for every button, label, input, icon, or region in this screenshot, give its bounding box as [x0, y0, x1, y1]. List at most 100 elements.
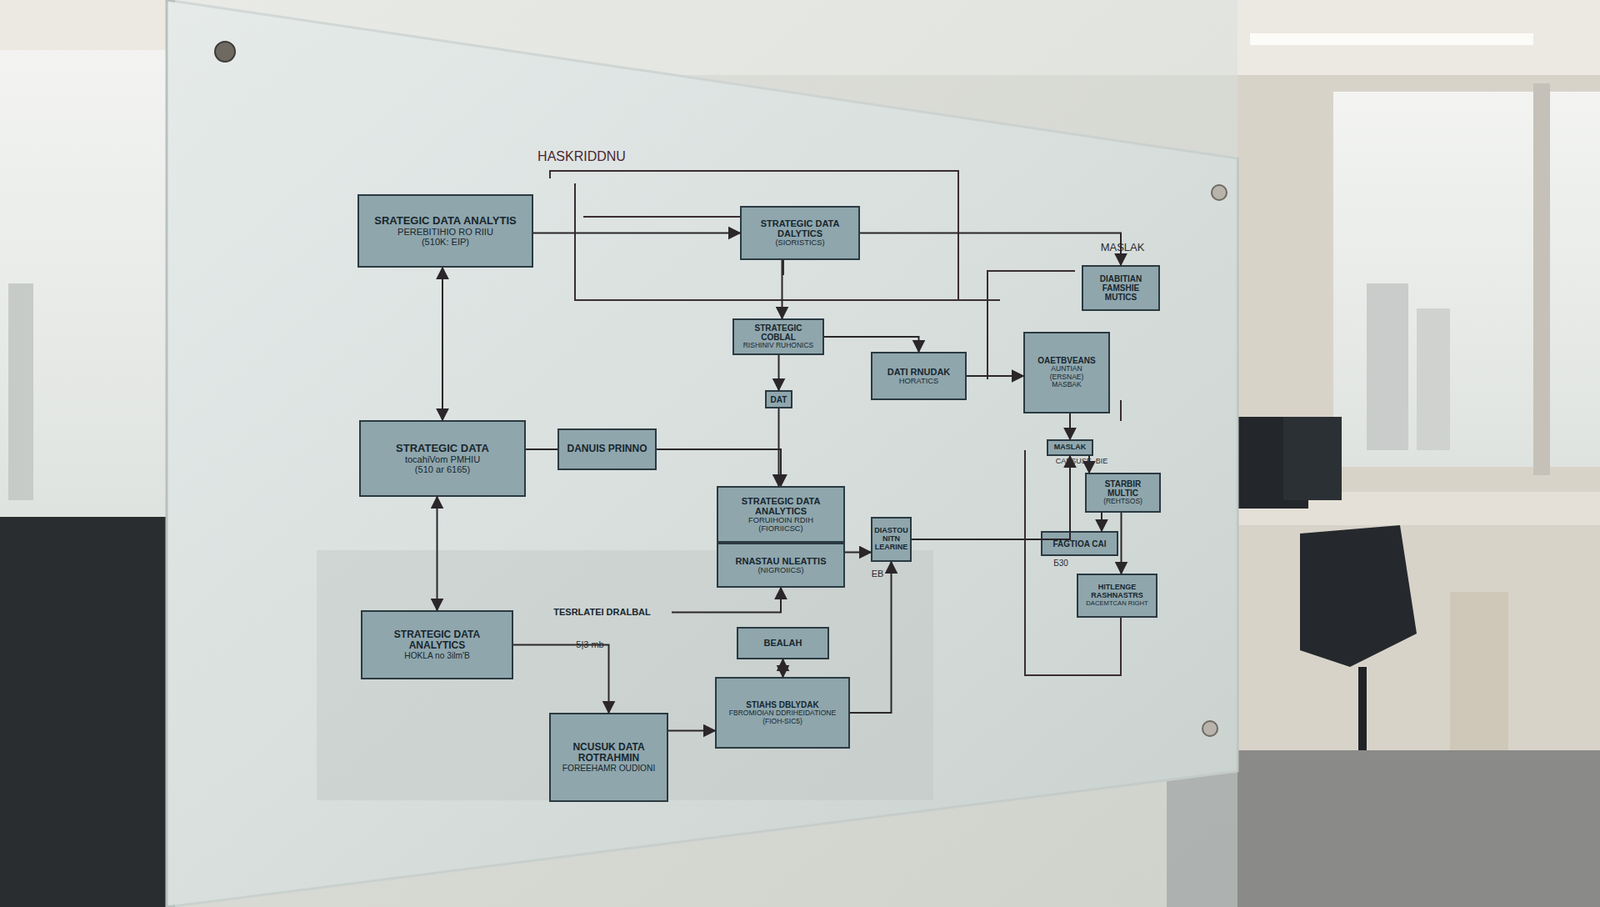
process-box: DATI RNUDAKHORATICS — [870, 351, 967, 400]
connector-arrow — [778, 408, 780, 486]
connector-arrow — [436, 496, 439, 610]
process-box: HITLENGE RASHNASTRSDACEMTCAN RIGHT — [1076, 573, 1158, 618]
node-heading: STRATEGIC DATA ANALYTICS — [365, 629, 509, 651]
node-subtext: FORUIHOIN RDIH — [748, 515, 814, 525]
connector-arrow — [1100, 512, 1103, 531]
process-box: STRATEGIC DATA ANALYTICSFORUIHOIN RDIH(F… — [716, 485, 845, 543]
node-heading: STRATEGIC DATA — [395, 442, 490, 455]
node-heading: TESRLATEI DRALBAL — [553, 606, 651, 617]
process-box: OAETBVEANSAUNTIAN(ERSNAE)MASBAK — [1023, 331, 1110, 414]
connector-arrow — [533, 232, 740, 235]
glass-panel — [166, 0, 1238, 907]
process-box: DIASTOU NITN LEARINE — [870, 516, 912, 562]
wire — [550, 170, 959, 300]
process-box: MASLAK — [1046, 439, 1094, 456]
connector-arrow — [782, 659, 785, 677]
connector-arrow — [668, 730, 715, 732]
process-box: STIAHS DBLYDAKFBROMIOIAN DDRIHEIDATIONE(… — [715, 676, 850, 749]
connector-arrow — [1069, 413, 1071, 440]
office-chair — [1300, 525, 1417, 667]
connector-arrow — [441, 267, 444, 420]
standoff-bolt — [215, 41, 235, 62]
node-heading: BEALAH — [764, 637, 803, 648]
node-heading: STARBIR MULTIC — [1090, 479, 1156, 498]
node-subtext: HOKLA no 3ilm'B — [404, 650, 470, 660]
node-subtext: (510 ar 6165) — [415, 464, 470, 475]
process-box: DAT — [765, 390, 793, 409]
connector-arrow — [778, 355, 780, 390]
process-box: SRATEGIC DATA ANALYTISPEREBITIHIO RO RII… — [357, 194, 534, 268]
node-heading: OAETBVEANS — [1037, 355, 1095, 365]
node-heading: STRATEGIC DATA DALYTICS — [745, 218, 855, 239]
node-subtext: tocahiVom PMHIU — [405, 454, 480, 465]
reflection — [316, 550, 934, 800]
connector-arrow — [656, 449, 781, 486]
process-box: DANUIS PRINNO — [557, 428, 657, 470]
node-subtext: (510K: EIP) — [421, 236, 470, 247]
process-box: BEALAH — [736, 626, 830, 660]
node-heading: NCUSUK DATA ROTRAHMIN — [554, 741, 664, 764]
diagram-title: HASKRIDDNU — [537, 149, 626, 165]
node-heading: HITLENGE RASHNASTRS — [1081, 583, 1153, 600]
process-box: STRATEGIC DATA ANALYTICSHOKLA no 3ilm'B — [360, 610, 514, 680]
node-heading: FAGTIOA CAI — [1052, 539, 1106, 549]
data-parallelogram: TESRLATEI DRALBAL — [532, 585, 672, 640]
process-box: STRATEGIC DATA DALYTICS(SIORISTICS) — [740, 205, 860, 260]
node-heading: STRATEGIC COBLAL — [737, 323, 820, 342]
note-label: EB — [871, 568, 885, 579]
connector-arrow — [1120, 512, 1123, 574]
note-label: 5|3 mb — [575, 639, 604, 650]
node-subtext: MASBAK — [1051, 380, 1081, 389]
connector-arrow — [525, 448, 558, 450]
connector-arrow — [781, 260, 784, 319]
window — [0, 50, 167, 517]
node-subtext: (REHTSOS) — [1103, 497, 1143, 505]
note-label: MASLAK — [1100, 240, 1145, 254]
connector-arrow — [513, 645, 610, 714]
connector-arrow — [850, 561, 892, 713]
connector-arrow — [860, 233, 1121, 266]
process-box: FAGTIOA CAI — [1040, 530, 1119, 556]
standoff-bolt — [1211, 185, 1227, 200]
glass-frost — [175, 0, 1238, 907]
process-box: DIABITIAN FAMSHIE MUTICS — [1081, 265, 1160, 311]
node-heading: RNASTAU NLEATTIS — [735, 555, 827, 566]
node-heading: STRATEGIC DATA ANALYTICS — [721, 495, 840, 516]
process-box: STRATEGIC DATAtocahiVom PMHIU(510 ar 616… — [359, 420, 526, 497]
node-heading: DIASTOU NITN LEARINE — [874, 526, 908, 552]
window — [1333, 91, 1600, 467]
node-heading: SRATEGIC DATA ANALYTIS — [374, 215, 516, 227]
building-silhouette — [8, 283, 34, 500]
node-subtext: (FIORIICSC) — [758, 524, 803, 533]
connector-arrow — [1088, 455, 1090, 473]
node-subtext: (SIORISTICS) — [775, 238, 825, 247]
parallelogram-shape — [532, 585, 672, 640]
node-subtext: DACEMTCAN RIGHT — [1085, 600, 1148, 607]
connector-arrow — [911, 455, 1070, 540]
process-box: STRATEGIC COBLALRISHINIV RUHONICS — [732, 318, 825, 355]
node-heading: DAT — [770, 395, 788, 405]
process-box: RNASTAU NLEATTIS(NIGROIICS) — [716, 542, 845, 588]
node-subtext: PEREBITIHIO RO RIIU — [397, 226, 494, 237]
note-label: Б30 — [1053, 558, 1069, 568]
wire — [1120, 400, 1122, 421]
node-subtext: (FIOH-SIC5) — [762, 717, 803, 725]
node-subtext: RISHINIV RUHONICS — [743, 341, 815, 350]
node-heading: MASLAK — [1054, 443, 1087, 452]
monitor — [1283, 416, 1342, 500]
wire — [575, 183, 1000, 300]
monitor — [0, 516, 167, 907]
node-subtext: AUNTIAN — [1050, 365, 1082, 373]
node-subtext: (ERSNAE) — [1050, 373, 1085, 381]
window-frame — [1533, 83, 1550, 475]
node-subtext: HORATICS — [899, 376, 940, 385]
connector-arrow — [824, 336, 920, 352]
connector-arrow — [966, 375, 1024, 377]
process-box: NCUSUK DATA ROTRAHMINFOREEHAMR OUDIONI — [549, 712, 669, 802]
building-silhouette — [1416, 308, 1450, 450]
node-subtext: (NIGROIICS) — [757, 565, 804, 575]
